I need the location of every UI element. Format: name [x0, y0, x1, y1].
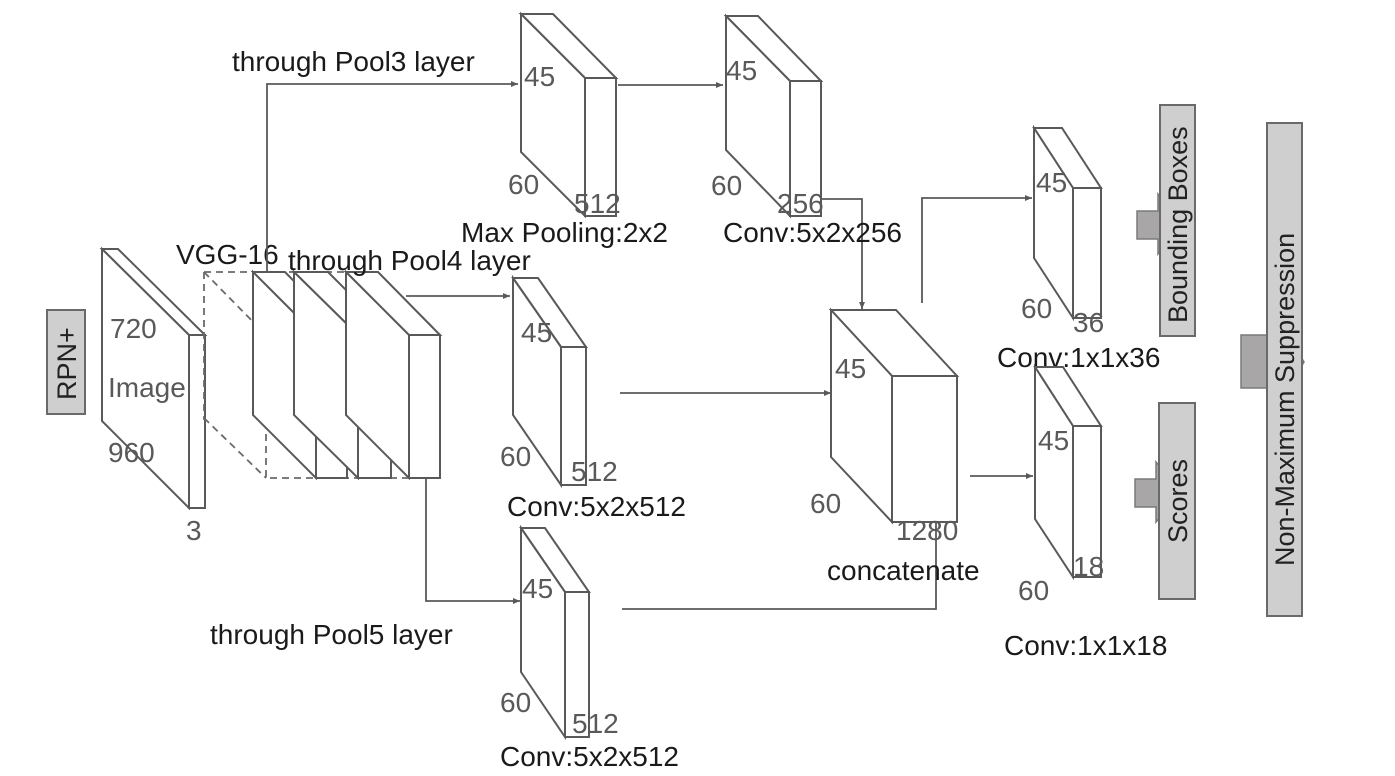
nms-output: Non-Maximum Suppression — [1266, 122, 1303, 617]
dim-w: 60 — [500, 687, 531, 718]
scores-text: Scores — [1163, 459, 1193, 543]
dim-c: 1280 — [896, 515, 958, 546]
dim-w: 60 — [1021, 293, 1052, 324]
input-width-label: 960 — [108, 437, 155, 468]
dim-c: 256 — [777, 188, 824, 219]
pool3-maxpool-block: 45 60 512 Max Pooling:2x2 — [461, 11, 668, 248]
pool3conv-to-concat-connector — [822, 198, 865, 309]
input-name-label: Image — [108, 372, 186, 403]
block-caption: Conv:5x2x512 — [507, 491, 686, 522]
dim-c: 512 — [572, 708, 619, 739]
dim-h: 45 — [835, 353, 866, 384]
vgg16-label: VGG-16 — [176, 239, 279, 270]
pool5conv-to-concat-connector — [622, 512, 939, 610]
dim-h: 45 — [524, 61, 555, 92]
dim-c: 512 — [574, 188, 621, 219]
score-conv-block: 45 60 18 Conv:1x1x18 — [1004, 363, 1167, 661]
block-caption: Conv:1x1x36 — [997, 342, 1160, 373]
dim-h: 45 — [1038, 425, 1069, 456]
dim-c: 512 — [571, 456, 618, 487]
input-height-label: 720 — [110, 313, 157, 344]
input-channels-label: 3 — [186, 515, 202, 546]
dim-h: 45 — [521, 317, 552, 348]
block-caption: Conv:1x1x18 — [1004, 630, 1167, 661]
block-caption: concatenate — [827, 555, 980, 586]
dim-h: 45 — [726, 55, 757, 86]
concat-to-bbox-connector — [921, 195, 1032, 303]
scores-output: Scores — [1158, 402, 1196, 600]
pool3-conv-block: 45 60 256 Conv:5x2x256 — [711, 13, 902, 248]
dim-w: 60 — [1018, 575, 1049, 606]
block-caption: Conv:5x2x256 — [723, 217, 902, 248]
dim-w: 60 — [500, 441, 531, 472]
vgg16-backbone: VGG-16 — [176, 239, 443, 481]
pool5-conv-block: 45 60 512 Conv:5x2x512 — [500, 524, 679, 772]
pool5-connector — [425, 478, 520, 604]
input-image-block: 720 Image 960 3 — [99, 246, 208, 546]
block-caption: Max Pooling:2x2 — [461, 217, 668, 248]
dim-w: 60 — [711, 170, 742, 201]
rpn-plus-label: RPN+ — [46, 309, 86, 415]
block-caption: Conv:5x2x512 — [500, 741, 679, 772]
pool5-branch-label: through Pool5 layer — [210, 619, 453, 650]
dim-h: 45 — [522, 573, 553, 604]
dim-c: 18 — [1073, 551, 1104, 582]
nms-text: Non-Maximum Suppression — [1270, 233, 1300, 566]
bounding-boxes-text: Bounding Boxes — [1163, 126, 1193, 323]
dim-w: 60 — [810, 488, 841, 519]
concat-block: 45 60 1280 concatenate — [810, 307, 980, 586]
pool3-branch-label: through Pool3 layer — [232, 46, 475, 77]
pool3-connector — [266, 81, 518, 272]
bounding-boxes-output: Bounding Boxes — [1159, 104, 1196, 337]
dim-h: 45 — [1036, 167, 1067, 198]
bbox-conv-block: 45 60 36 Conv:1x1x36 — [997, 124, 1160, 373]
rpn-plus-text: RPN+ — [52, 327, 82, 400]
dim-c: 36 — [1073, 307, 1104, 338]
pool4-conv-block: 45 60 512 Conv:5x2x512 — [500, 274, 686, 522]
dim-w: 60 — [508, 169, 539, 200]
pool4-branch-label: through Pool4 layer — [288, 245, 531, 276]
